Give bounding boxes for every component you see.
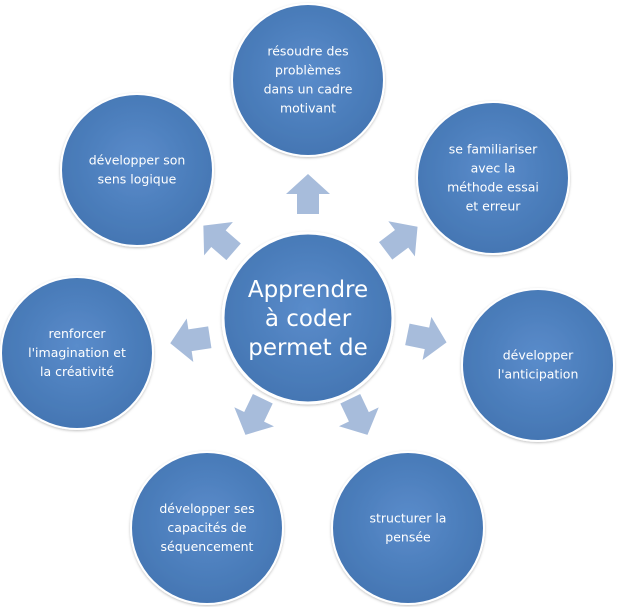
connector-arrow	[379, 221, 418, 260]
node-label: renforcer l'imagination et la créativité	[28, 326, 126, 379]
node-label-line: avec la	[471, 161, 516, 176]
node-label: développer ses capacités de séquencement	[159, 501, 254, 554]
node-label-line: et erreur	[466, 199, 522, 214]
node-label-line: dans un cadre	[264, 82, 353, 97]
node-label-line: méthode essai	[447, 180, 539, 195]
arrows-layer	[170, 174, 447, 435]
node-label-line: motivant	[280, 101, 336, 116]
connector-arrow	[203, 222, 241, 261]
node-label-line: l'imagination et	[28, 345, 126, 360]
node-resoudre-problemes: résoudre des problèmes dans un cadre motiva…	[231, 3, 385, 157]
center-title: Apprendre à coder permet de	[248, 277, 368, 361]
node-label: structurer la pensée	[370, 511, 447, 545]
node-structurer-pensee: structurer la pensée	[331, 451, 485, 605]
node-label: résoudre des problèmes dans un cadre motiva…	[264, 44, 353, 116]
center-node: Apprendre à coder permet de	[221, 231, 395, 405]
arrow-shape	[286, 174, 330, 214]
arrow-shape	[405, 316, 447, 360]
node-label-line: séquencement	[161, 539, 254, 554]
node-label: développer son sens logique	[89, 153, 186, 187]
node-label-line: sens logique	[98, 172, 177, 187]
connector-arrow	[286, 174, 330, 214]
arrow-shape	[170, 318, 212, 363]
arrow-shape	[338, 394, 379, 435]
center-circle	[221, 231, 395, 405]
node-methode-essai-erreur: se familiariser avec la méthode essai et er…	[416, 101, 570, 255]
node-sequencement: développer ses capacités de séquencement	[130, 451, 284, 605]
node-circle	[231, 3, 385, 157]
center-title-line: permet de	[248, 335, 367, 361]
node-label-line: pensée	[385, 530, 431, 545]
node-label-line: la créativité	[40, 364, 114, 379]
arrow-shape	[234, 394, 274, 435]
node-sens-logique: développer son sens logique	[60, 93, 214, 247]
node-circle	[0, 276, 154, 430]
node-circle	[130, 451, 284, 605]
node-label-line: structurer la	[370, 511, 447, 526]
node-label: développer l'anticipation	[498, 348, 579, 382]
node-label-line: capacités de	[167, 520, 246, 535]
node-label-line: développer son	[89, 153, 186, 168]
node-label: se familiariser avec la méthode essai et er…	[447, 142, 539, 214]
connector-arrow	[234, 394, 274, 435]
node-circle	[331, 451, 485, 605]
node-label-line: se familiariser	[449, 142, 538, 157]
node-circle	[60, 93, 214, 247]
center-title-line: à coder	[265, 306, 352, 332]
node-anticipation: développer l'anticipation	[461, 288, 615, 442]
connector-arrow	[405, 316, 447, 360]
connector-arrow	[170, 318, 212, 363]
node-circle	[416, 101, 570, 255]
arrow-shape	[379, 221, 418, 260]
node-label-line: l'anticipation	[498, 367, 579, 382]
node-imagination-creativite: renforcer l'imagination et la créativité	[0, 276, 154, 430]
connector-arrow	[338, 394, 379, 435]
node-label-line: développer ses	[159, 501, 254, 516]
outer-nodes: résoudre des problèmes dans un cadre motiva…	[0, 3, 615, 605]
center-title-line: Apprendre	[248, 277, 368, 303]
arrow-shape	[203, 222, 241, 261]
node-label-line: problèmes	[275, 63, 341, 78]
node-label-line: développer	[503, 348, 574, 363]
node-circle	[461, 288, 615, 442]
node-label-line: résoudre des	[267, 44, 348, 59]
node-label-line: renforcer	[48, 326, 106, 341]
